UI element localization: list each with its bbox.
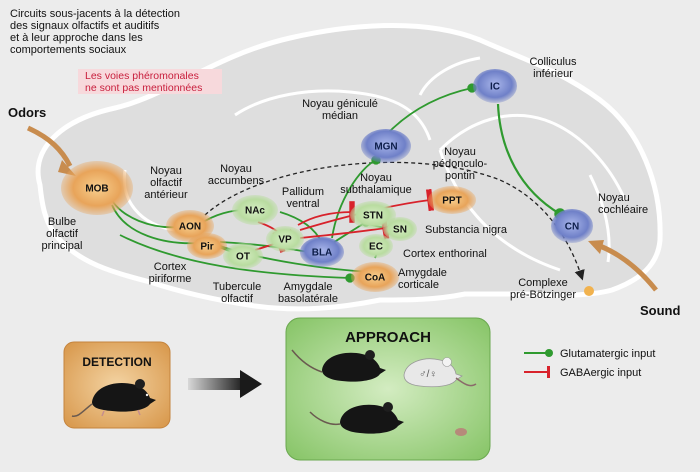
node-mgn-label: MGN <box>374 142 397 153</box>
svg-text:Complexe: Complexe <box>518 277 568 289</box>
svg-text:antérieur: antérieur <box>144 189 188 201</box>
svg-text:cochléaire: cochléaire <box>598 204 648 216</box>
svg-text:Amygdale: Amygdale <box>284 281 333 293</box>
approach-panel: APPROACH ♂/♀ <box>285 317 491 461</box>
legend: Glutamatergic input GABAergic input <box>524 348 655 379</box>
odors-label: Odors <box>8 105 46 120</box>
node-aon-label: AON <box>179 222 201 233</box>
svg-text:Colliculus: Colliculus <box>529 56 577 68</box>
svg-text:Cortex: Cortex <box>154 261 187 273</box>
svg-text:pontin: pontin <box>445 170 475 182</box>
svg-text:olfactif: olfactif <box>221 293 254 305</box>
node-mob-label: MOB <box>85 184 108 195</box>
svg-text:Amygdale: Amygdale <box>398 267 447 279</box>
dashed-pathway <box>204 161 585 281</box>
node-coa-label: CoA <box>365 273 386 284</box>
svg-text:Noyau: Noyau <box>220 163 252 175</box>
node-cn-label: CN <box>565 222 579 233</box>
svg-text:Noyau: Noyau <box>150 165 182 177</box>
companion-mouse-icon: ♂/♀ <box>403 357 477 388</box>
title: Circuits sous-jacents à la détection des… <box>10 8 180 56</box>
node-mob: MOB <box>61 161 133 215</box>
node-ot: OT <box>223 243 263 269</box>
svg-text:inférieur: inférieur <box>533 68 573 80</box>
node-vp-label: VP <box>278 235 292 246</box>
svg-text:Noyau: Noyau <box>444 146 476 158</box>
svg-text:Tubercule: Tubercule <box>213 281 262 293</box>
node-mgn: MGN <box>361 129 411 163</box>
node-ppt-label: PPT <box>442 196 461 207</box>
svg-text:Pallidum: Pallidum <box>282 186 324 198</box>
node-stn: STN <box>350 201 396 229</box>
node-ic-label: IC <box>490 82 500 93</box>
legend-gabaergic-bar <box>547 366 550 378</box>
svg-text:Noyau: Noyau <box>598 192 630 204</box>
svg-text:pré-Bötzinger: pré-Bötzinger <box>510 289 576 301</box>
node-ot-label: OT <box>236 252 250 263</box>
node-pir: Pir <box>187 233 227 259</box>
sound-input-arrow <box>599 243 658 292</box>
note-line-2: ne sont pas mentionnées <box>85 82 202 94</box>
node-pir-label: Pir <box>200 242 213 253</box>
node-ec-label: EC <box>369 242 383 253</box>
svg-text:piriforme: piriforme <box>149 273 192 285</box>
node-stn-label: STN <box>363 211 383 222</box>
svg-text:corticale: corticale <box>398 279 439 291</box>
node-ppt: PPT <box>428 186 476 214</box>
svg-text:comportements sociaux: comportements sociaux <box>10 44 127 56</box>
mouse-icon <box>291 349 386 382</box>
svg-text:Noyau: Noyau <box>360 172 392 184</box>
node-ic: IC <box>473 69 517 103</box>
node-pre-botzinger <box>584 286 594 296</box>
svg-text:olfactif: olfactif <box>46 228 79 240</box>
note-line-1: Les voies phéromonales <box>85 70 199 82</box>
legend-gabaergic-label: GABAergic input <box>560 367 641 379</box>
node-nac-label: NAc <box>245 206 265 217</box>
note-box <box>78 69 222 94</box>
svg-text:Bulbe: Bulbe <box>48 216 76 228</box>
mouse-icon <box>71 379 156 418</box>
node-vp: VP <box>266 226 304 252</box>
node-bla: BLA <box>300 237 344 267</box>
svg-text:Circuits sous-jacents à la dét: Circuits sous-jacents à la détection <box>10 8 180 20</box>
svg-text:ventral: ventral <box>286 198 319 210</box>
svg-text:médian: médian <box>322 110 358 122</box>
svg-text:olfactif: olfactif <box>150 177 183 189</box>
approach-label: APPROACH <box>345 329 431 346</box>
svg-text:Substancia nigra: Substancia nigra <box>425 224 508 236</box>
legend-glutamatergic-label: Glutamatergic input <box>560 348 655 360</box>
node-ec: EC <box>359 234 393 258</box>
detection-label: DETECTION <box>82 355 151 369</box>
node-bla-label: BLA <box>312 248 333 259</box>
svg-text:des signaux olfactifs et audit: des signaux olfactifs et auditifs <box>10 20 160 32</box>
labels: Bulbe olfactif principal Noyau olfactif … <box>42 56 649 305</box>
arrow-right-icon <box>188 370 262 398</box>
sex-symbols-label: ♂/♀ <box>419 369 437 380</box>
svg-text:accumbens: accumbens <box>208 175 265 187</box>
node-sn-label: SN <box>393 225 407 236</box>
svg-text:basolatérale: basolatérale <box>278 293 338 305</box>
pup-icon <box>455 428 467 436</box>
sound-arrowhead-icon <box>588 240 604 254</box>
svg-text:Noyau géniculé: Noyau géniculé <box>302 98 378 110</box>
sound-label: Sound <box>640 303 680 318</box>
odor-input-arrow <box>26 125 73 168</box>
node-nac: NAc <box>232 195 278 225</box>
node-cn: CN <box>551 209 593 243</box>
svg-text:subthalamique: subthalamique <box>340 184 412 196</box>
detection-panel: DETECTION <box>63 341 171 429</box>
svg-text:principal: principal <box>42 240 83 252</box>
node-sn: SN <box>383 217 417 241</box>
legend-glutamatergic-dot <box>545 349 553 357</box>
node-coa: CoA <box>351 262 399 292</box>
mouse-icon <box>309 402 404 434</box>
svg-text:Cortex enthorinal: Cortex enthorinal <box>403 248 487 260</box>
svg-text:et à leur approche dans les: et à leur approche dans les <box>10 32 143 44</box>
svg-text:pédonculo-: pédonculo- <box>433 158 488 170</box>
